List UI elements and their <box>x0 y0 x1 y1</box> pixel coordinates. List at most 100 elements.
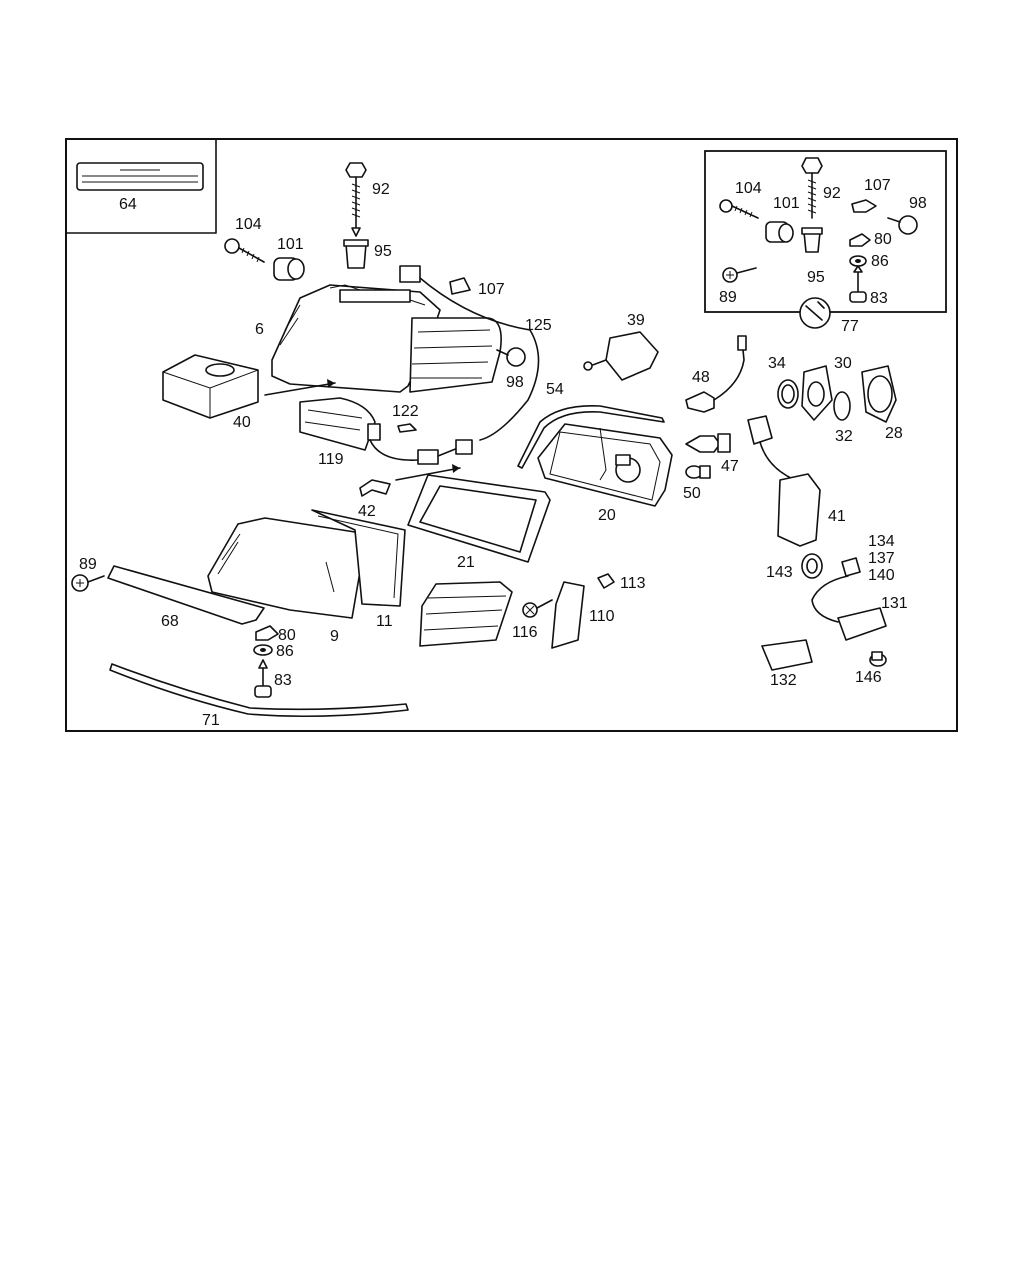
lower-trim-68 <box>107 565 265 625</box>
cap-28 <box>861 365 897 423</box>
part-label-9: 9 <box>330 628 339 645</box>
screw-icon <box>719 199 759 219</box>
part-label-132: 132 <box>770 672 797 689</box>
bulb-icon <box>685 335 747 413</box>
part-label-68: 68 <box>161 613 179 630</box>
socket-30 <box>801 365 833 421</box>
bolt-icon <box>801 157 823 219</box>
part-label-42: 42 <box>358 503 376 520</box>
part-label-32: 32 <box>835 428 853 445</box>
seal-11 <box>311 509 406 607</box>
part-label-80: 80 <box>278 627 296 644</box>
part-label-143: 143 <box>766 564 793 581</box>
part-label-39: 39 <box>627 312 645 329</box>
trim-strip-54 <box>517 405 665 469</box>
part-label-131: 131 <box>881 595 908 612</box>
part-label-107: 107 <box>478 281 505 298</box>
clip-107-icon <box>851 199 877 213</box>
part-label-89: 89 <box>79 556 97 573</box>
lamp-132 <box>761 639 813 671</box>
part-label-137: 137 <box>868 550 895 567</box>
part-label-125: 125 <box>525 317 552 334</box>
part-label-134: 134 <box>868 533 895 550</box>
plug-98 <box>496 347 526 367</box>
diagram-frame <box>65 138 958 732</box>
fog-lamp-119 <box>299 397 381 451</box>
bulb-122 <box>397 423 417 433</box>
turn-signal-lens <box>419 581 513 647</box>
inset-label-89: 89 <box>719 289 737 306</box>
clip-80 <box>255 625 279 641</box>
igniter-41 <box>747 415 821 547</box>
clip-95 <box>343 239 369 269</box>
inset-label-95: 95 <box>807 269 825 286</box>
clip-icon <box>801 227 823 253</box>
part-label-21: 21 <box>457 554 475 571</box>
part-label-30: 30 <box>834 355 852 372</box>
inset-label-80: 80 <box>874 231 892 248</box>
clip-80-icon <box>849 233 871 247</box>
part-label-54: 54 <box>546 381 564 398</box>
part-label-122: 122 <box>392 403 419 420</box>
washer-icon <box>849 255 867 267</box>
part-label-41: 41 <box>828 508 846 525</box>
part-label-28: 28 <box>885 425 903 442</box>
label-plate-box: 64 <box>65 138 217 234</box>
part-label-47: 47 <box>721 458 739 475</box>
part-label-116: 116 <box>512 624 538 641</box>
bezel-frame-21 <box>407 474 551 563</box>
part-label-86: 86 <box>276 643 294 660</box>
headlamp-assembly-6 <box>271 284 502 393</box>
clip-42 <box>359 479 391 497</box>
part-label-110: 110 <box>589 608 615 625</box>
inset-label-101: 101 <box>773 195 800 212</box>
inset-label-77: 77 <box>841 318 859 335</box>
nut-icon <box>765 221 794 243</box>
housing-20 <box>537 423 673 507</box>
part-label-6: 6 <box>255 321 264 338</box>
seal-strip-71 <box>109 663 409 718</box>
connector-plug <box>417 449 439 465</box>
inset-label-104: 104 <box>735 180 762 197</box>
nut-101 <box>273 257 305 281</box>
screw-116 <box>522 599 553 618</box>
part-label-146: 146 <box>855 669 882 686</box>
part-label-98: 98 <box>506 374 524 391</box>
part-label-48: 48 <box>692 369 710 386</box>
screw-83 <box>254 659 272 698</box>
part-label-140: 140 <box>868 567 895 584</box>
part-label-101: 101 <box>277 236 304 253</box>
part-label-95: 95 <box>374 243 392 260</box>
screw-83-icon <box>849 265 867 303</box>
washer-86 <box>253 644 273 656</box>
part-label-20: 20 <box>598 507 616 524</box>
part-label-92: 92 <box>372 181 390 198</box>
inset-label-92: 92 <box>823 185 841 202</box>
screw-89-icon <box>722 267 757 283</box>
inset-label-98: 98 <box>909 195 927 212</box>
leveling-motor-39 <box>583 331 659 381</box>
connector-box <box>399 265 421 283</box>
bracket-110 <box>551 581 585 649</box>
part-label-64: 64 <box>119 196 137 213</box>
side-marker-131 <box>837 607 887 641</box>
ring-32 <box>833 391 851 421</box>
inset-label-83: 83 <box>870 290 888 307</box>
fastener-inset-box: 104 101 92 95 107 98 80 <box>704 150 947 335</box>
part-label-104: 104 <box>235 216 262 233</box>
part-label-113: 113 <box>620 575 646 592</box>
bulb-47 <box>685 433 731 453</box>
grommet-143 <box>801 553 823 579</box>
part-label-40: 40 <box>233 414 251 431</box>
part-label-83: 83 <box>274 672 292 689</box>
lens-9 <box>207 517 363 619</box>
part-label-71: 71 <box>202 712 220 729</box>
wrench-icon <box>799 297 831 329</box>
screw-104 <box>224 238 265 263</box>
clip-113 <box>597 573 615 589</box>
screw-89 <box>71 574 105 592</box>
clip-107 <box>449 277 471 295</box>
bulb-50 <box>685 465 711 479</box>
bulb-146 <box>869 651 887 667</box>
